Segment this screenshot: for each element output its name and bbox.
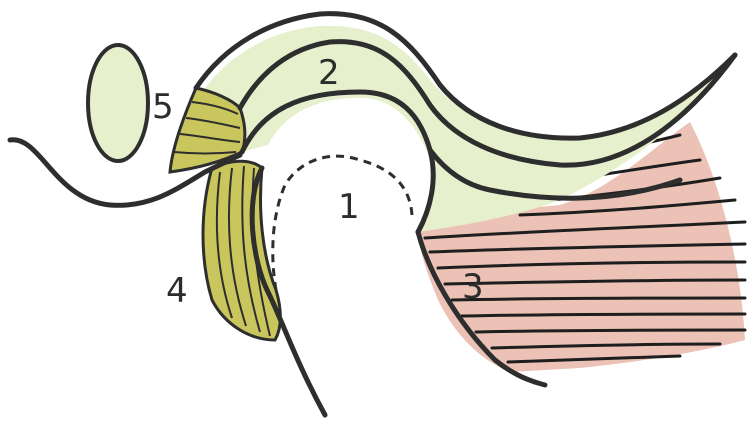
label-2: 2 xyxy=(318,53,340,93)
label-1: 1 xyxy=(338,187,360,227)
oval-structure xyxy=(88,45,148,161)
label-5: 5 xyxy=(152,87,174,127)
ligament-region-4 xyxy=(203,161,280,340)
label-4: 4 xyxy=(166,271,188,311)
label-3: 3 xyxy=(462,267,484,307)
